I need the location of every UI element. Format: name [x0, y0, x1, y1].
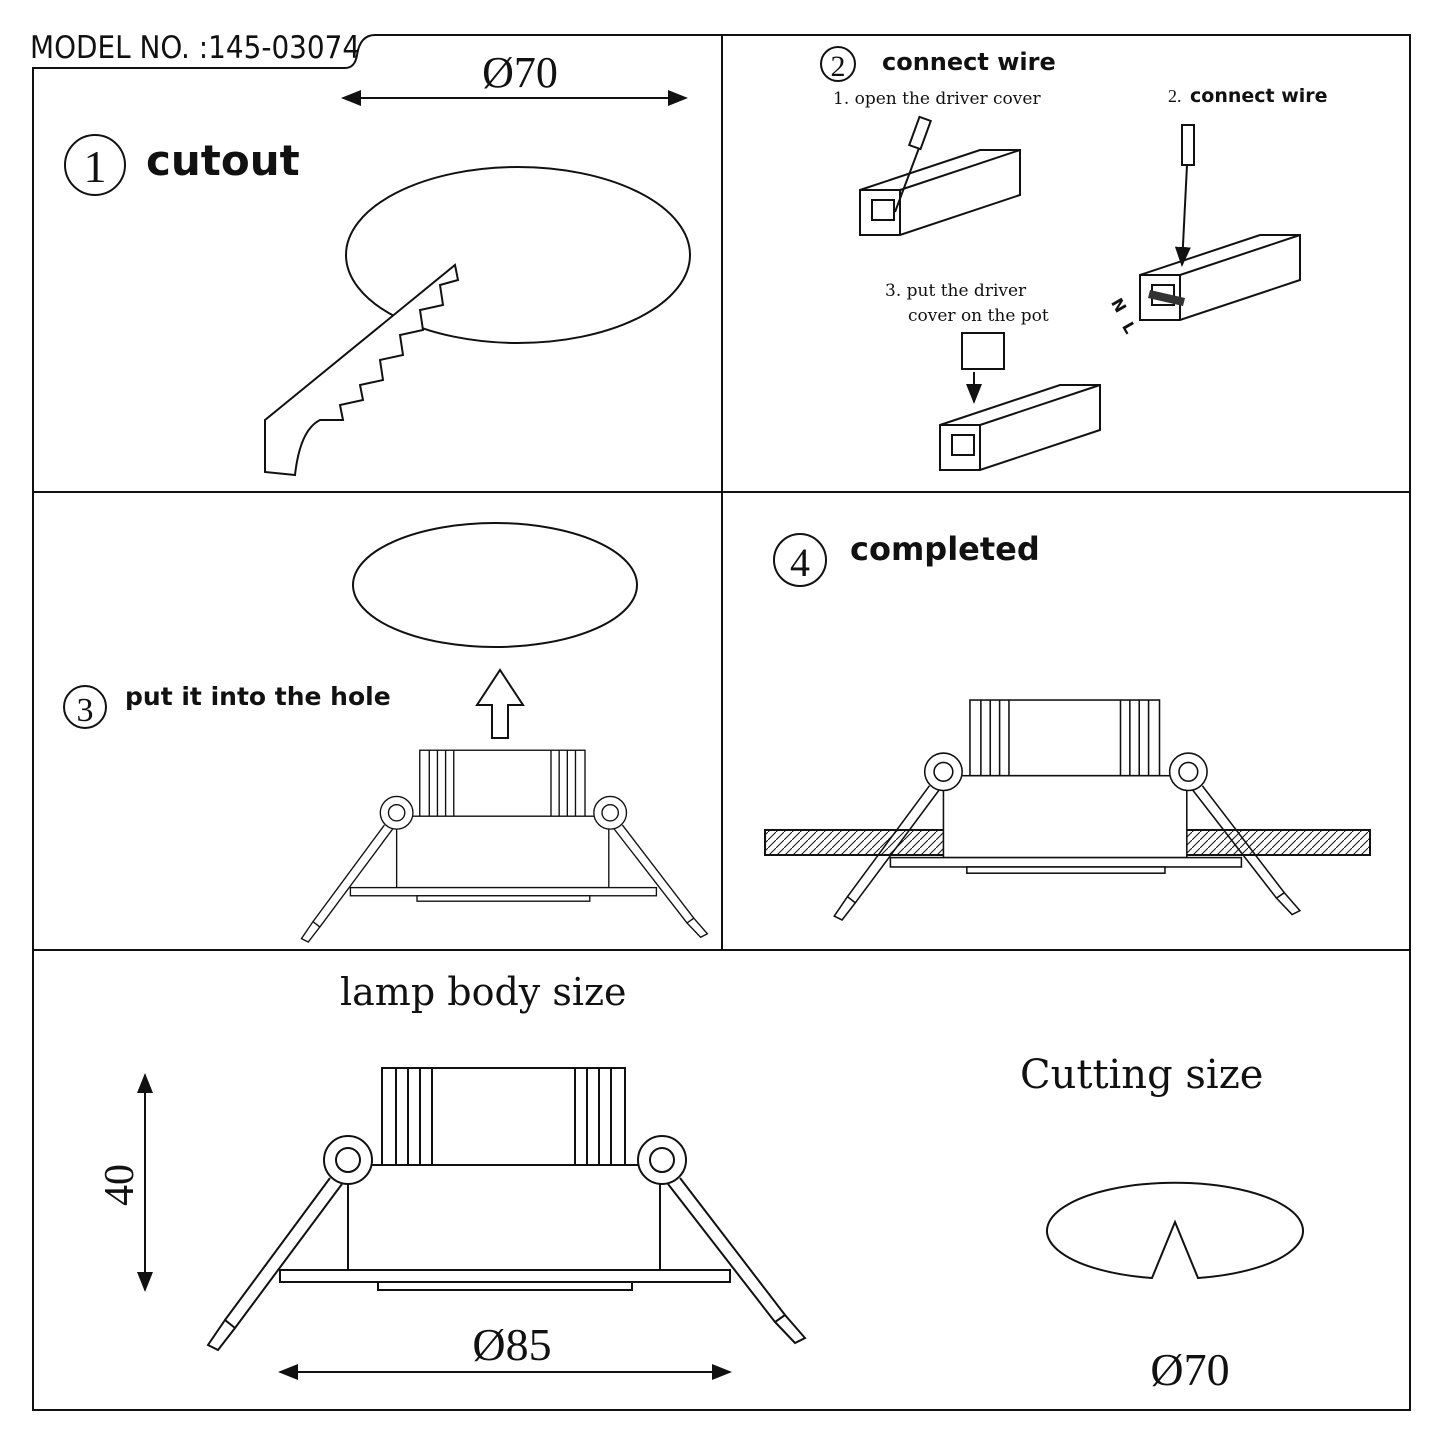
ceiling-hole	[352, 522, 638, 648]
saw-icon	[264, 263, 460, 477]
lamp-drawing	[300, 749, 709, 943]
step-title: connect wire	[882, 48, 1056, 76]
neutral-label: N	[1107, 295, 1130, 316]
dimension-label: Ø70	[482, 48, 558, 97]
step3-insert-panel: 3 put it into the hole	[63, 522, 709, 943]
driver-box	[1139, 234, 1301, 321]
driver-box	[859, 149, 1021, 236]
substep-3-line1: 3. put the driver	[885, 281, 1027, 301]
height-label: 40	[97, 1164, 143, 1206]
driver-box	[939, 384, 1101, 471]
substep-3-line2: cover on the pot	[908, 306, 1049, 326]
substep-1: 1. open the driver cover	[833, 89, 1041, 109]
screwdriver-icon	[894, 139, 923, 213]
step-number: 4	[790, 540, 810, 585]
up-arrow-icon	[475, 668, 525, 739]
outer-frame	[32, 34, 1411, 1411]
driver-cover	[961, 332, 1005, 370]
diameter-label: Ø85	[472, 1319, 551, 1370]
cutting-size-title: Cutting size	[1020, 1052, 1263, 1098]
step2-connect-wire-panel: 2 connect wire 1. open the driver cover …	[820, 46, 1328, 471]
step1-cutout-panel: 1 cutout Ø70	[64, 48, 691, 477]
step-number: 1	[84, 141, 107, 192]
live-label: L	[1118, 319, 1140, 337]
substep-2-number: 2.	[1168, 86, 1182, 106]
step-number: 2	[831, 50, 846, 83]
step-number-circle	[64, 134, 126, 196]
step-title: put it into the hole	[125, 682, 391, 711]
substep-2: connect wire	[1190, 85, 1328, 107]
screwdriver-icon	[1174, 164, 1191, 267]
dimensions-panel: lamp body size 40 Ø85 Cutting size Ø70	[97, 970, 1304, 1395]
cutout-hole	[345, 166, 691, 344]
step-number: 3	[77, 692, 94, 729]
model-number: MODEL NO. :145-03074	[30, 30, 360, 66]
cutting-diameter-label: Ø70	[1150, 1344, 1229, 1395]
lamp-drawing	[207, 1067, 806, 1351]
step-title: cutout	[146, 136, 300, 185]
step-title: completed	[850, 530, 1040, 568]
lamp-drawing	[833, 699, 1301, 921]
lamp-body-size-title: lamp body size	[340, 970, 626, 1014]
step4-completed-panel: 4 completed	[764, 530, 1371, 921]
cutting-hole	[1046, 1181, 1304, 1280]
